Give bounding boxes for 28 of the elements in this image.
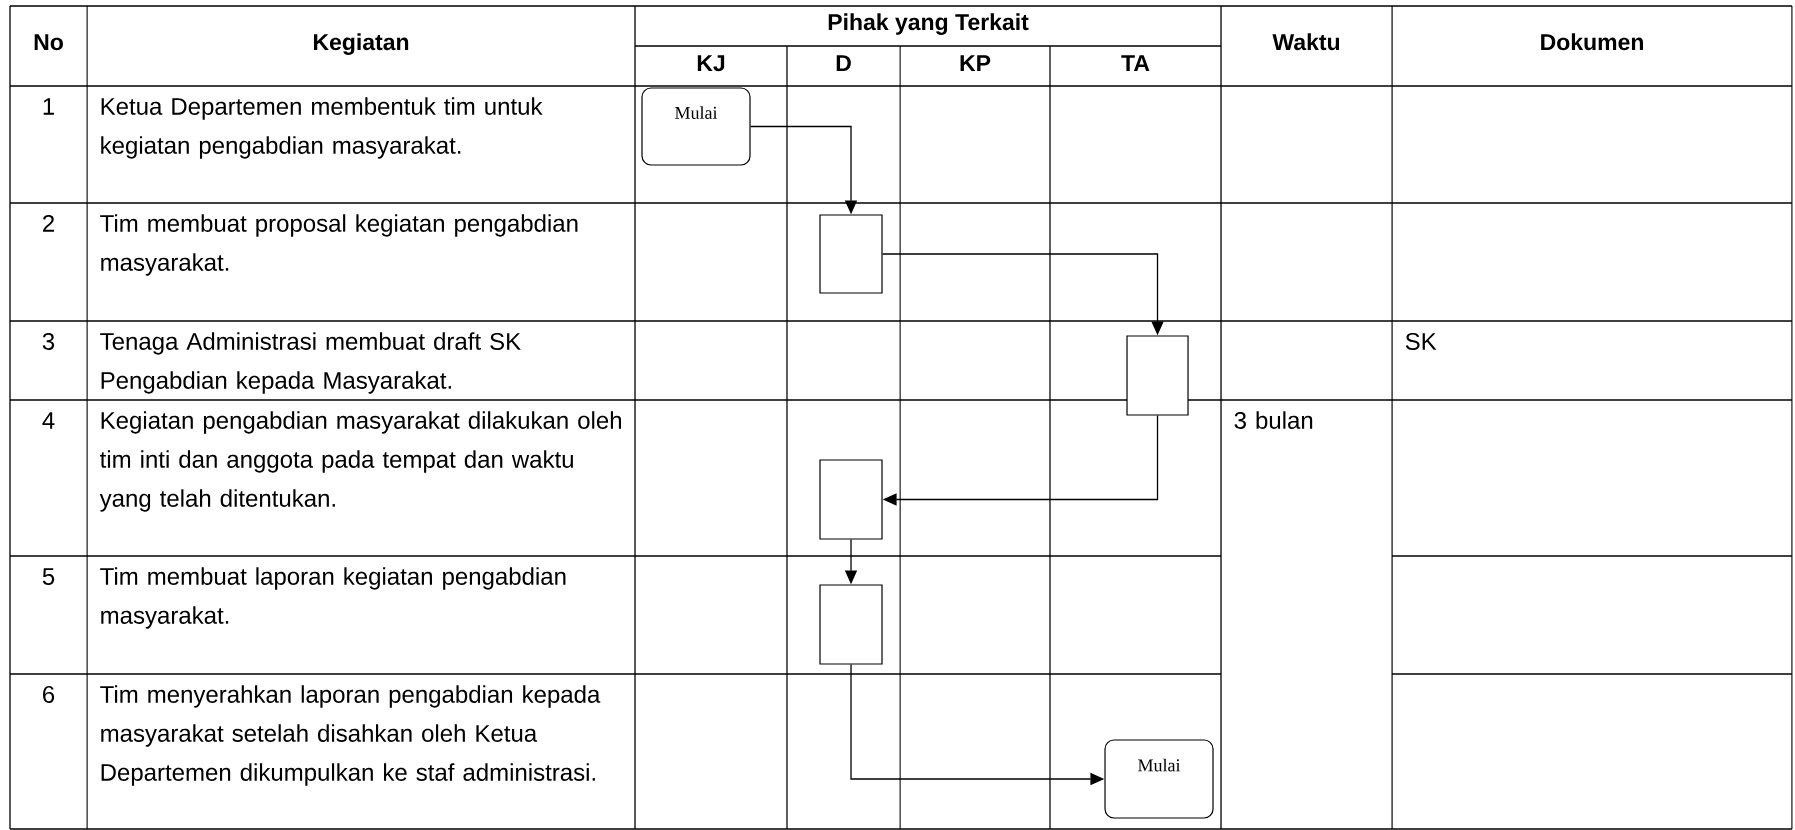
- process-box: [819, 584, 883, 665]
- process-box: [819, 459, 883, 540]
- terminal-box: Mulai: [1104, 739, 1214, 819]
- row-number: 2: [43, 214, 54, 232]
- column-header: Waktu: [1272, 33, 1340, 51]
- row-number: 1: [43, 98, 54, 115]
- row-number: 3: [42, 332, 55, 350]
- column-header: Pihak yang Terkait: [828, 13, 1029, 35]
- activity-text: Tim membuat laporan kegiatan pengabdian masyarakat.: [100, 567, 566, 629]
- row-number: 5: [42, 568, 55, 585]
- column-header: Kegiatan: [314, 33, 409, 55]
- process-box: [819, 214, 883, 294]
- activity-text: Tim menyerahkan laporan pengabdian kepada masyarakat setelah disahkan oleh Ketua Departemen dikumpulkan ke staf administrasi.: [100, 685, 601, 786]
- activity-text: Tim membuat proposal kegiatan pengabdian masyarakat.: [100, 214, 578, 276]
- column-header: D: [836, 55, 851, 71]
- document-text: SK: [1405, 332, 1437, 350]
- column-header: KP: [960, 55, 991, 71]
- column-header: TA: [1121, 55, 1150, 71]
- activity-text: Ketua Departemen membentuk tim untuk kegiatan pengabdian masyarakat.: [101, 97, 543, 159]
- column-header: Dokumen: [1541, 33, 1643, 51]
- process-box: [1126, 335, 1189, 416]
- activity-text: Tenaga Administrasi membuat draft SK Pengabdian kepada Masyarakat.: [100, 332, 521, 394]
- duration-text: 3 bulan: [1234, 411, 1313, 429]
- row-number: 6: [43, 685, 55, 703]
- column-header: No: [34, 34, 63, 51]
- row-number: 4: [42, 412, 55, 429]
- terminal-box: Mulai: [641, 87, 751, 166]
- activity-text: Kegiatan pengabdian masyarakat dilakukan oleh tim inti dan anggota pada tempat dan waktu yang telah ditentukan.: [99, 411, 621, 512]
